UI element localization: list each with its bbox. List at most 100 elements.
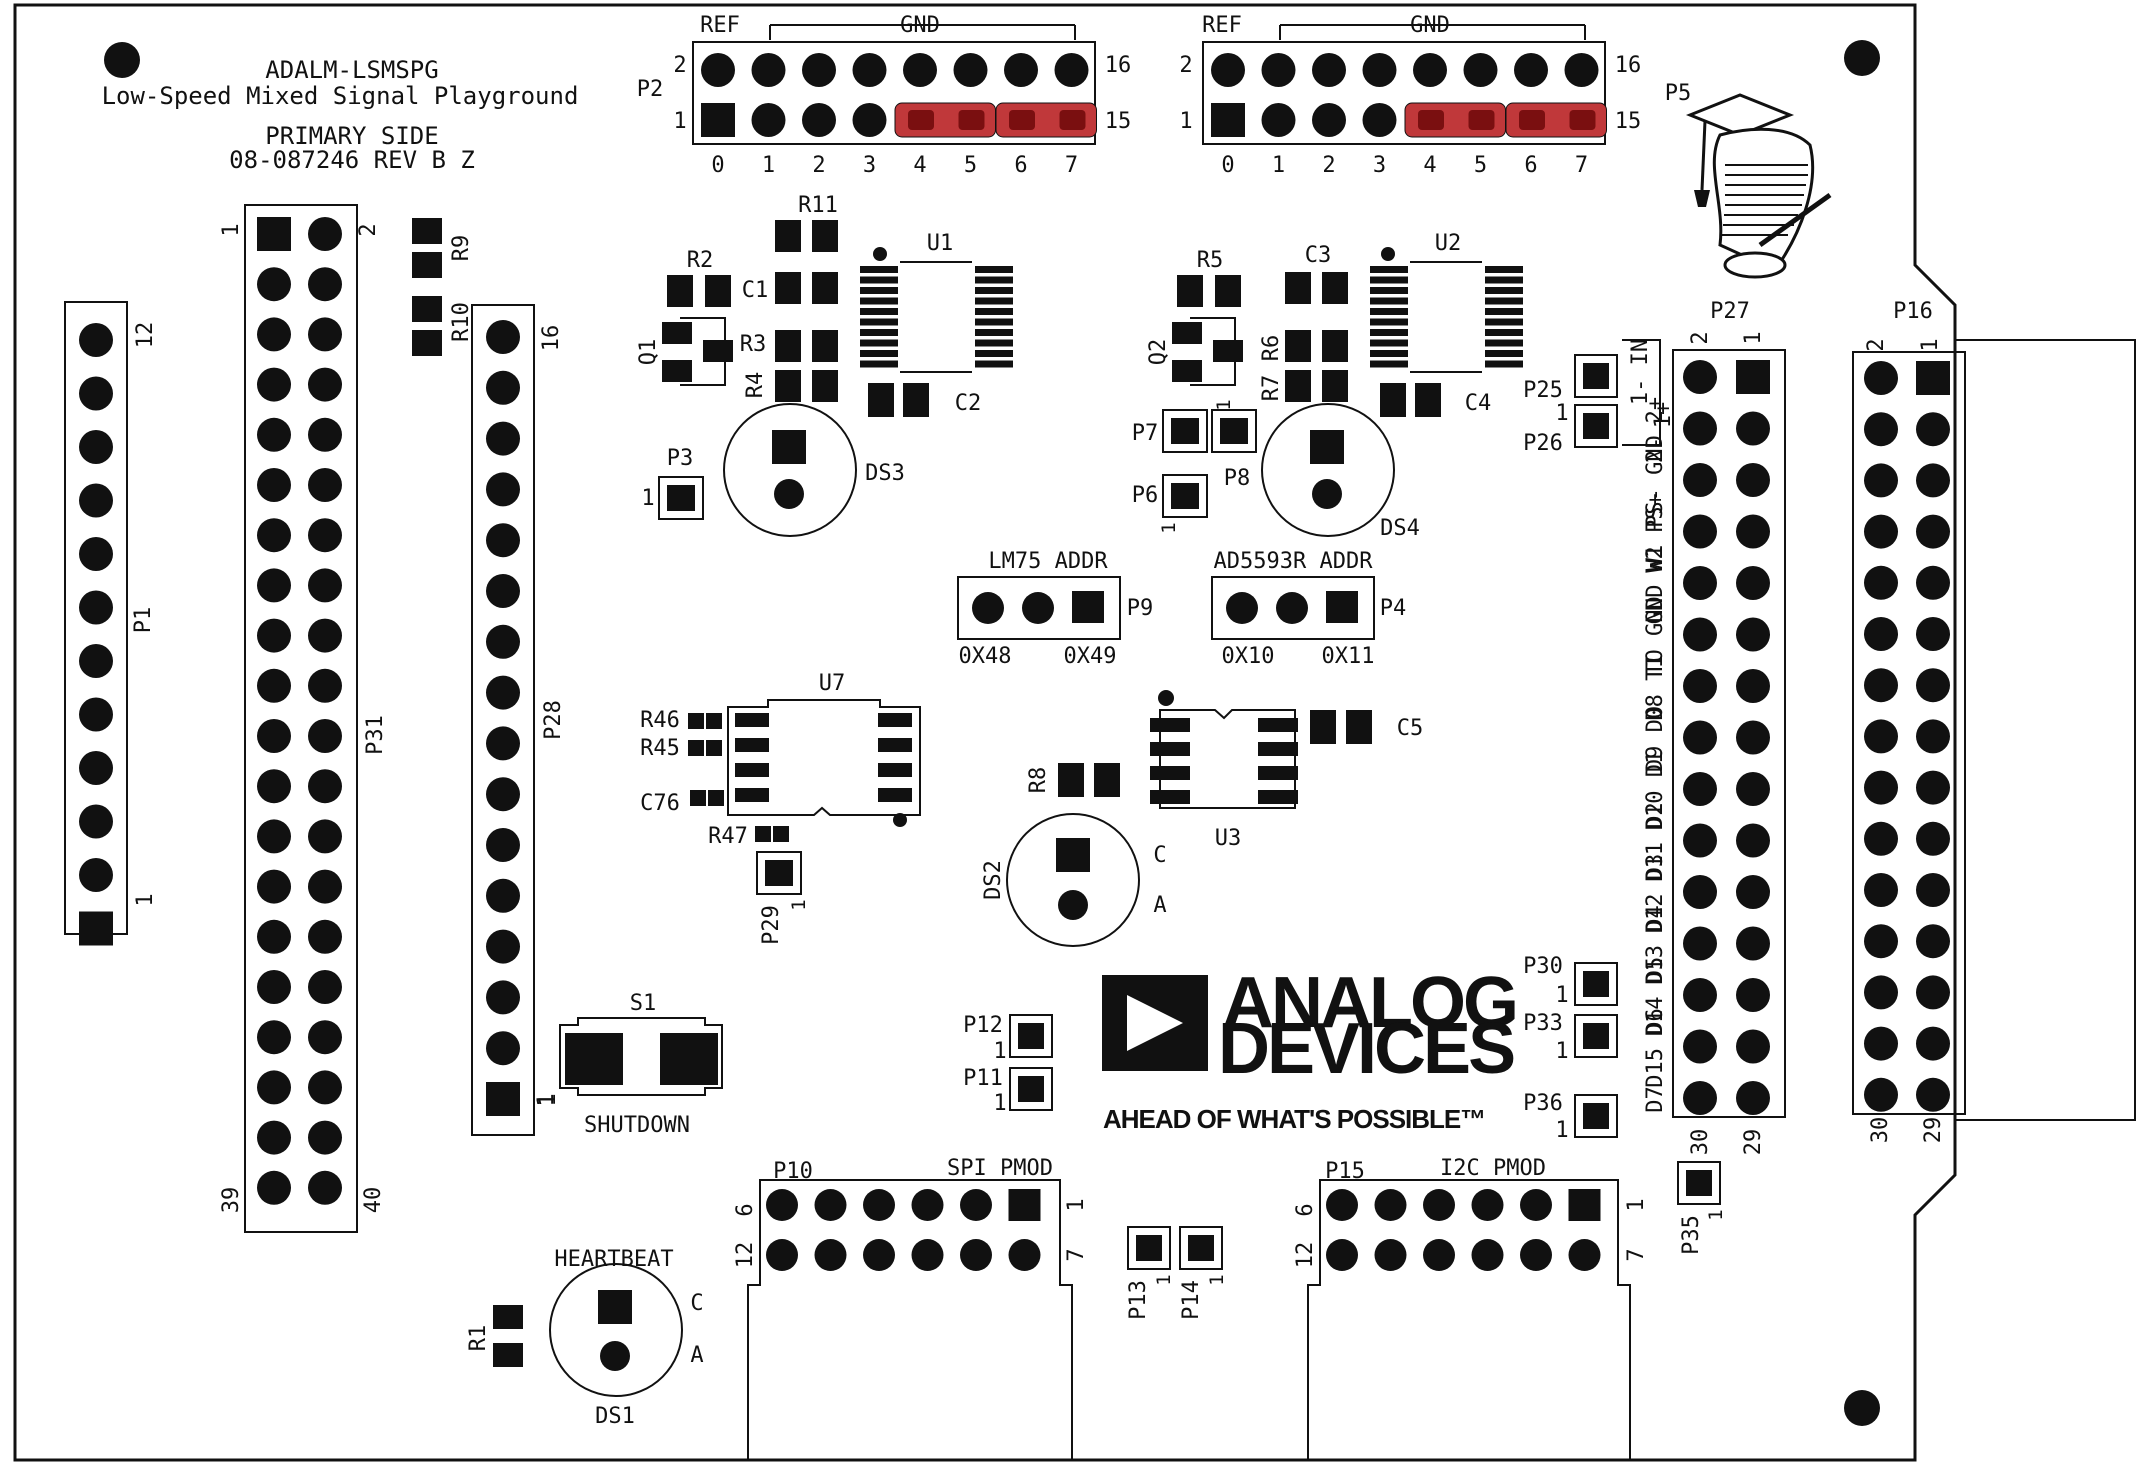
u2-pads-pad — [1370, 329, 1408, 336]
p28-pin — [486, 370, 520, 405]
p36-pin1-label: 1 — [1555, 1118, 1568, 1143]
p25-p26-bracket — [1622, 339, 1661, 446]
ds1-cathode-label: C — [690, 1291, 703, 1316]
p27-pin — [1736, 720, 1770, 755]
p16-pin1-label: 1 — [1918, 338, 1943, 351]
p15-pins-pin — [1520, 1239, 1552, 1271]
p27-signal-label: 2- 2+ — [1643, 397, 1668, 463]
p31-pin — [257, 568, 291, 603]
p16-pin — [1864, 719, 1898, 754]
p1-pin — [79, 537, 113, 571]
p25-label: P25 — [1523, 378, 1563, 403]
lm75-0x48-label: 0X48 — [959, 644, 1012, 669]
p16-pin — [1916, 924, 1950, 959]
p31-pin — [257, 267, 291, 302]
r6-label: R6 — [1259, 335, 1284, 362]
s1-switch[interactable]: S1 1 SHUTDOWN — [534, 991, 723, 1138]
p27-pin — [1683, 360, 1717, 394]
p31-pin — [308, 217, 342, 251]
p16-frame — [1852, 351, 1966, 1115]
p31-pin — [308, 1170, 342, 1205]
p5-pins — [1211, 53, 1607, 138]
p27-signal-label: D9 D0 — [1643, 706, 1668, 772]
p16-pin — [1916, 975, 1950, 1010]
p16-label: P16 — [1893, 299, 1933, 324]
board-outline — [13, 3, 1957, 1462]
u1-pads-pad — [975, 287, 1013, 294]
p16-pin — [1864, 924, 1898, 959]
u2-pads-pad — [1485, 308, 1523, 315]
p2-channel-7: 7 — [1065, 153, 1078, 178]
u7-outline — [727, 699, 921, 816]
u2-pads-pad — [1370, 276, 1408, 284]
p28-pin — [486, 980, 520, 1015]
p10-pin12-label: 12 — [733, 1242, 758, 1269]
u1-pads-pad — [860, 339, 898, 347]
p28-pin — [486, 675, 520, 710]
p27-signal-label: D10 D1 — [1643, 751, 1668, 830]
u2-section: R5 C3 R6 R7 Q2 U2 C4 — [1146, 231, 1523, 417]
u2-pads-pad — [1370, 266, 1408, 273]
p15-pins-pin — [1520, 1189, 1552, 1221]
p5-pins-top-pin — [1312, 53, 1346, 87]
u3-outline — [1159, 709, 1296, 809]
r9-r10-resistors: R9 R10 — [412, 218, 474, 356]
p6-label: P6 — [1132, 483, 1159, 508]
p15-pins-pin — [1423, 1189, 1455, 1221]
p2-channel-6: 6 — [1014, 153, 1027, 178]
p27-signal-label: D14 D5 — [1643, 957, 1668, 1036]
p27-signal-label: W2 PS+ — [1643, 493, 1668, 572]
p10-pins-pin — [766, 1239, 798, 1271]
p2-frame — [692, 41, 1096, 145]
p27-pin — [1683, 823, 1717, 858]
p5-frame — [1202, 41, 1606, 145]
p27-pin — [1736, 1029, 1770, 1064]
p15-pins-pin — [1374, 1239, 1407, 1271]
p16-pin30-label: 30 — [1868, 1117, 1893, 1144]
p27-pin — [1736, 463, 1770, 497]
p16-pin — [1864, 617, 1898, 651]
p10-pins-pin — [814, 1239, 847, 1271]
p16-pin — [1864, 668, 1898, 703]
p15-pins-pin — [1471, 1189, 1504, 1221]
p6-pin1-label: 1 — [1158, 522, 1180, 533]
p28-frame — [471, 304, 535, 1136]
p31-pin — [257, 819, 291, 854]
u7-pads-pad — [735, 788, 769, 802]
p16-pin — [1916, 770, 1950, 805]
u1-pads-pad — [975, 329, 1013, 336]
u2-pads-pad — [1485, 266, 1523, 273]
p2-pin15-label: 15 — [1105, 109, 1132, 134]
p31-pin — [308, 869, 342, 904]
p31-pin — [308, 367, 342, 402]
u2-pads — [1370, 266, 1523, 368]
u7-pads-pad — [735, 713, 769, 727]
p28-pin — [486, 828, 520, 862]
i2c-pmod-label: I2C PMOD — [1440, 1156, 1546, 1181]
p5-channel-6: 6 — [1524, 153, 1537, 178]
p15-pins-pin — [1326, 1239, 1358, 1271]
mounting-hole-br — [1844, 1390, 1880, 1426]
p31-frame — [244, 204, 358, 1233]
u2-pads-pad — [1370, 339, 1408, 347]
p31-pin — [257, 869, 291, 904]
p25-p26-headers: P25 1 P26 1- IN 1+ — [1523, 339, 1676, 456]
mascot-stick — [1758, 192, 1832, 248]
p10-pins-pin1-square — [1008, 1189, 1041, 1221]
p2-channel-2: 2 — [812, 153, 825, 178]
s1-label: S1 — [630, 991, 657, 1016]
u2-pads-pad — [1370, 350, 1408, 357]
p28-pin — [486, 574, 520, 608]
p2-name-label: P2 — [637, 77, 664, 102]
p31-pin — [257, 618, 291, 653]
u2-pads-pad — [1485, 339, 1523, 347]
u3-section: U3 C5 R8 — [1026, 690, 1423, 851]
p2-channel-1: 1 — [762, 153, 775, 178]
p31-name-label: P31 — [363, 715, 388, 755]
p3-header: P3 1 — [641, 446, 704, 520]
u3-pads-pad — [1150, 766, 1190, 780]
p5-pins-top-pin — [1564, 53, 1599, 87]
p16-header: P16 2 1 30 29 — [1852, 299, 1966, 1144]
